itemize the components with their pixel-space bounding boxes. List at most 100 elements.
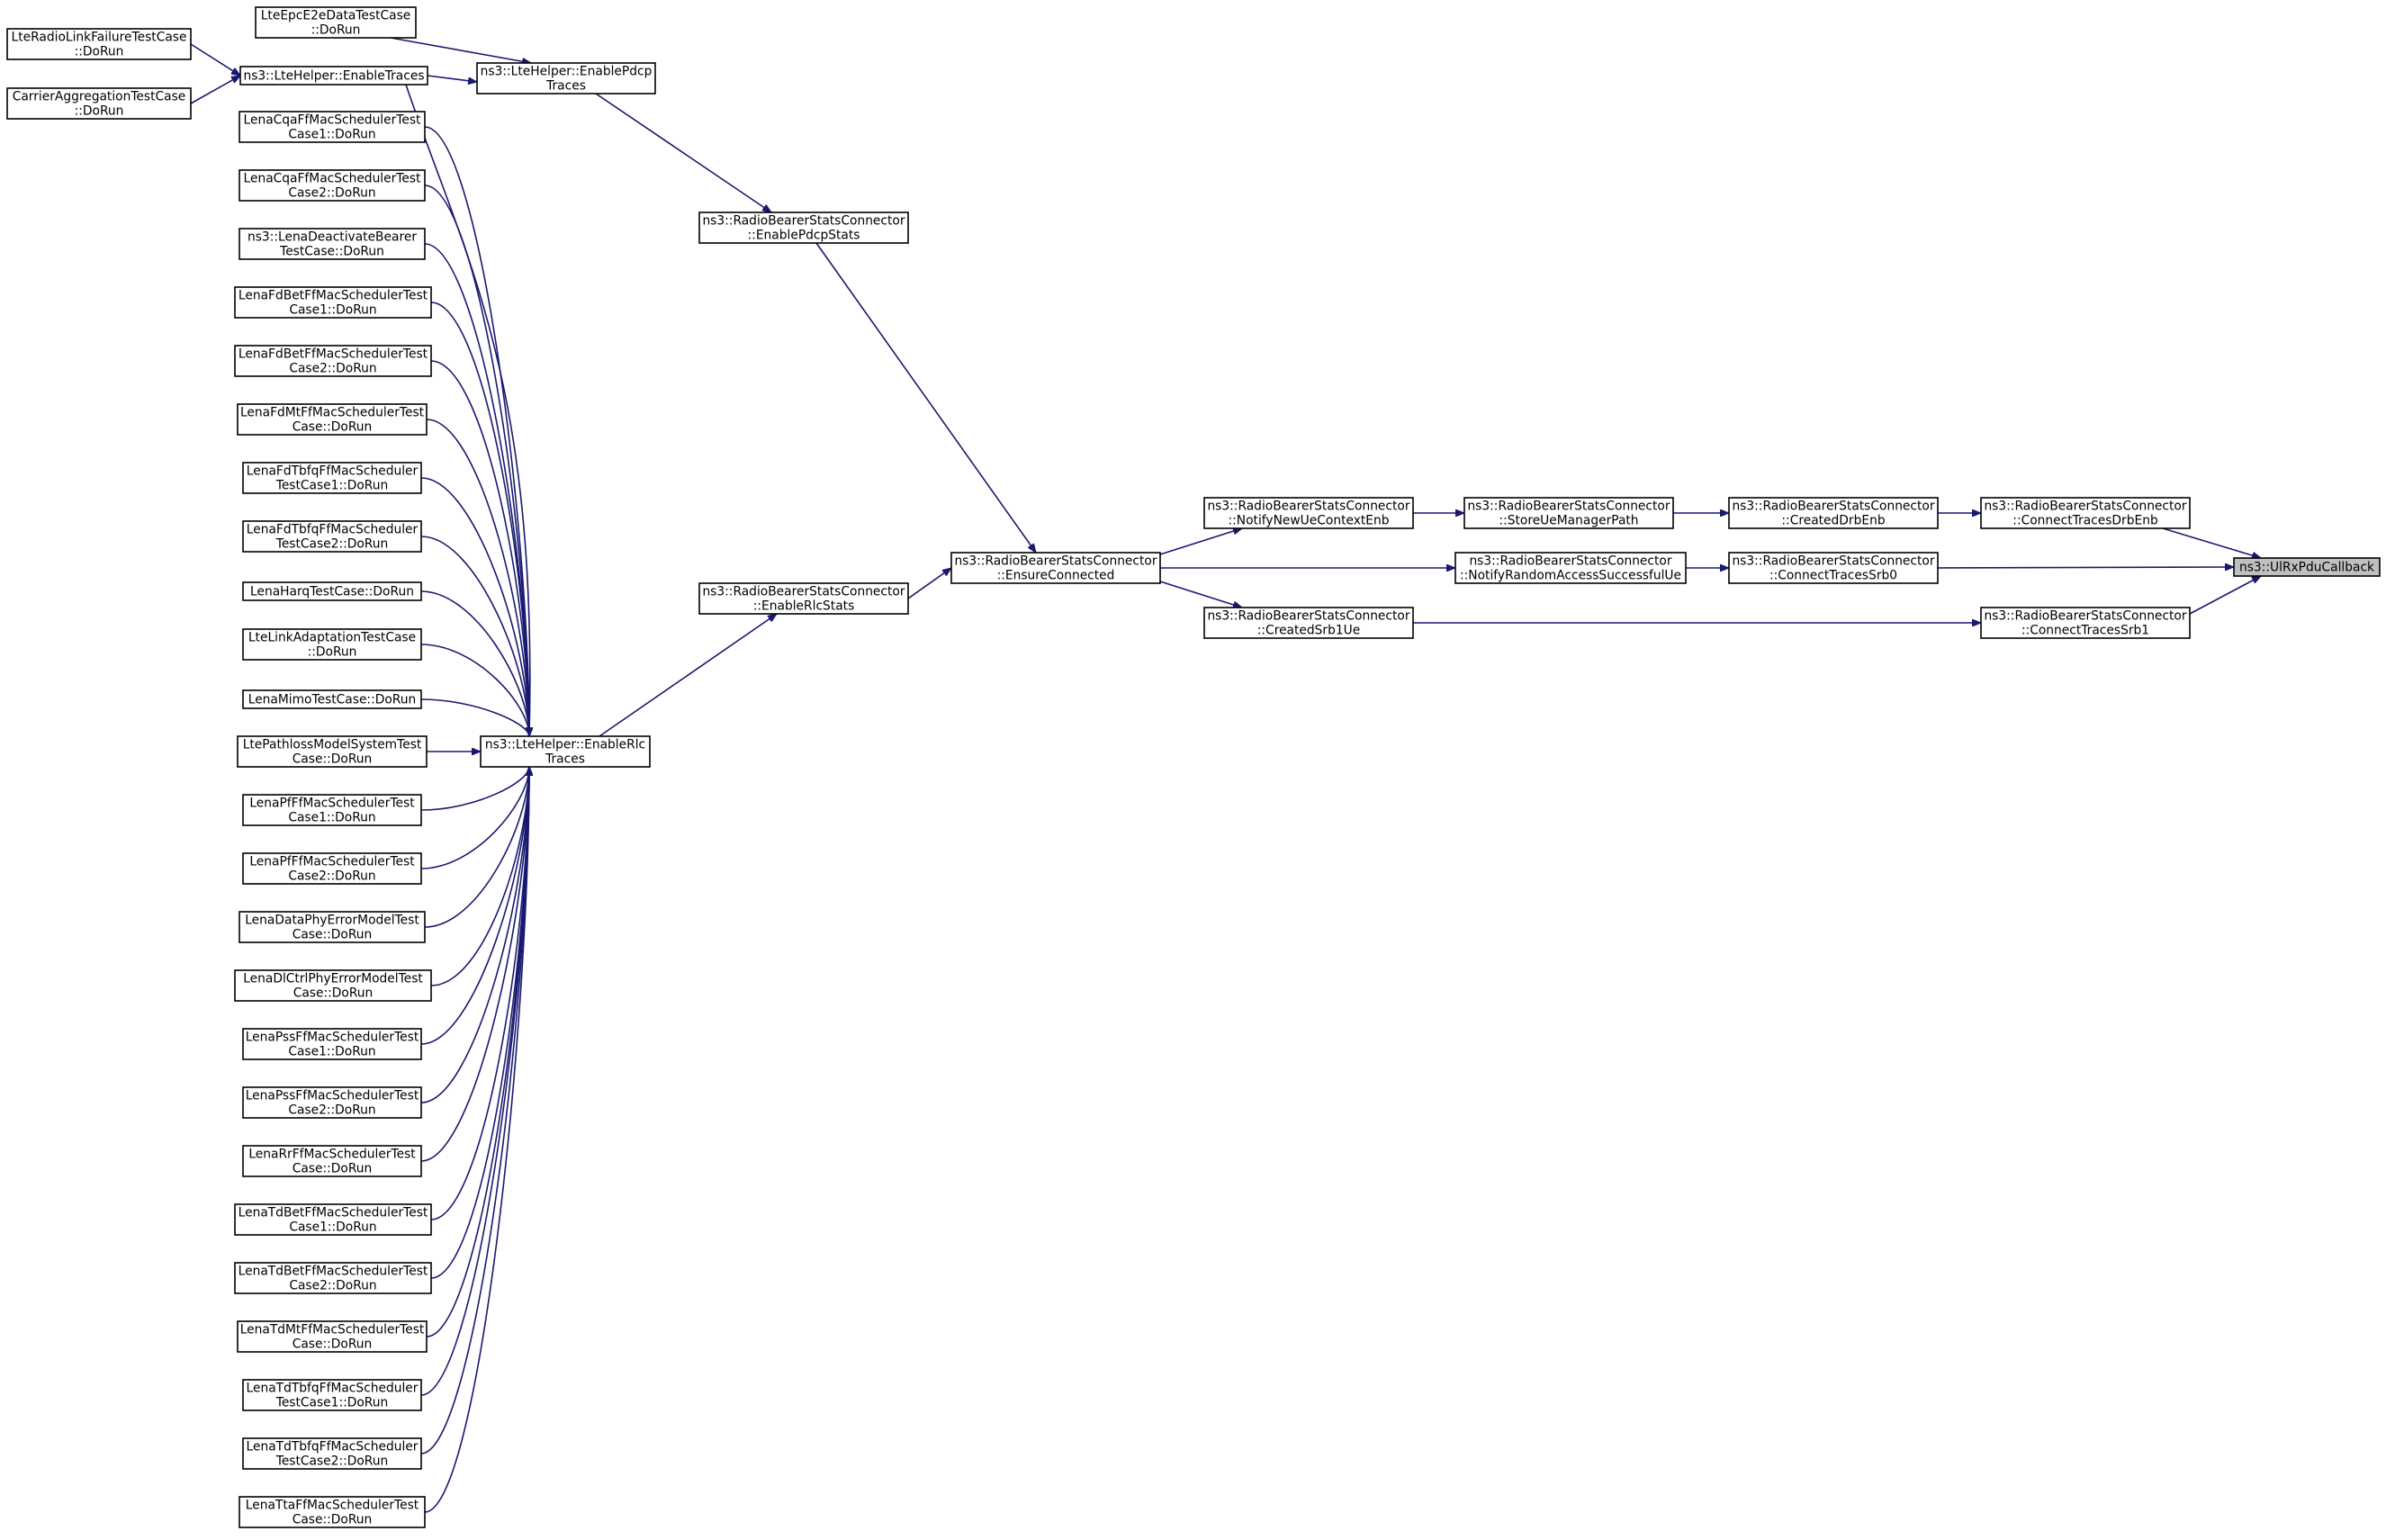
edge-fdtbfq2-to-enablerlctraces	[420, 536, 529, 736]
edge-fdtbfq1-to-enablerlctraces	[420, 477, 529, 736]
node-notifynewue[interactable]: ns3::RadioBearerStatsConnector::NotifyNe…	[1203, 497, 1414, 529]
node-createdsrb1[interactable]: ns3::RadioBearerStatsConnector::CreatedS…	[1203, 607, 1414, 639]
node-createddrbenb[interactable]: ns3::RadioBearerStatsConnector::CreatedD…	[1728, 497, 1939, 529]
node-box	[242, 1379, 422, 1411]
edge-enablerlctraces-to-enablerlcstats	[599, 614, 777, 737]
node-carrieragg[interactable]: CarrierAggregationTestCase::DoRun	[6, 87, 192, 120]
node-enablerlcstats[interactable]: ns3::RadioBearerStatsConnector::EnableRl…	[698, 582, 909, 615]
node-label: Case2::DoRun	[288, 869, 375, 883]
node-label: ns3::RadioBearerStatsConnector	[702, 584, 905, 599]
node-label: TestCase2::DoRun	[275, 1454, 389, 1468]
node-box	[242, 628, 422, 661]
node-ensure[interactable]: ns3::RadioBearerStatsConnector::EnsureCo…	[950, 552, 1161, 584]
node-box	[242, 1086, 422, 1119]
node-box	[255, 6, 417, 39]
edge-tdbet2-to-enablerlctraces	[430, 767, 529, 1279]
node-enablepdcpstats[interactable]: ns3::RadioBearerStatsConnector::EnablePd…	[698, 212, 909, 244]
node-label: Case2::DoRun	[288, 185, 375, 200]
node-label: ns3::LteHelper::EnableTraces	[243, 68, 424, 83]
node-box	[234, 286, 432, 319]
node-label: ns3::LteHelper::EnablePdcp	[481, 64, 653, 78]
node-box	[2233, 557, 2381, 577]
node-mimo[interactable]: LenaMimoTestCase::DoRun	[242, 689, 422, 709]
node-box	[239, 66, 428, 86]
node-box	[1463, 497, 1674, 529]
node-box	[242, 689, 422, 709]
node-label: ns3::RadioBearerStatsConnector	[1207, 608, 1409, 623]
node-label: LenaTdMtFfMacSchedulerTest	[240, 1322, 425, 1337]
node-box	[239, 169, 426, 202]
edge-pf2-to-enablerlctraces	[420, 767, 529, 869]
node-storeue[interactable]: ns3::RadioBearerStatsConnector::StoreUeM…	[1463, 497, 1674, 529]
edge-epce2e-to-enablepdcptraces	[390, 37, 531, 63]
node-label: LenaTdBetFfMacSchedulerTest	[239, 1264, 428, 1278]
edges-layer	[190, 37, 2261, 1513]
node-radiolink[interactable]: LteRadioLinkFailureTestCase::DoRun	[6, 28, 192, 60]
node-box	[6, 87, 192, 120]
node-box	[234, 969, 432, 1002]
node-ctsrb0[interactable]: ns3::RadioBearerStatsConnector::ConnectT…	[1728, 552, 1939, 584]
node-harq[interactable]: LenaHarqTestCase::DoRun	[242, 581, 422, 601]
edge-ensure-to-createdsrb1	[1159, 581, 1242, 608]
node-box	[1980, 607, 2191, 639]
edge-cqa1-to-enablerlctraces	[424, 126, 529, 736]
edge-mimo-to-enablerlctraces	[420, 698, 529, 737]
node-linkadapt[interactable]: LteLinkAdaptationTestCase::DoRun	[242, 628, 422, 661]
node-label: ns3::RadioBearerStatsConnector	[954, 554, 1157, 568]
edge-fdbet2-to-enablerlctraces	[430, 360, 529, 736]
node-ctsrb1[interactable]: ns3::RadioBearerStatsConnector::ConnectT…	[1980, 607, 2191, 639]
node-label: LenaPfFfMacSchedulerTest	[249, 854, 415, 869]
node-ctdrbenb[interactable]: ns3::RadioBearerStatsConnector::ConnectT…	[1980, 497, 2191, 529]
node-label: LenaRrFfMacSchedulerTest	[248, 1147, 416, 1161]
node-label: ns3::RadioBearerStatsConnector	[702, 213, 905, 228]
node-box	[698, 582, 909, 615]
node-label: Case::DoRun	[293, 927, 373, 941]
node-label: ::ConnectTracesDrbEnb	[2012, 513, 2157, 527]
node-box	[234, 1203, 432, 1236]
node-label: Case::DoRun	[293, 986, 374, 1000]
node-label: LenaCqaFfMacSchedulerTest	[244, 171, 422, 185]
node-label: ::CreatedSrb1Ue	[1257, 623, 1360, 637]
edge-tta-to-enablerlctraces	[424, 767, 529, 1513]
node-box	[234, 1262, 432, 1294]
node-label: Case1::DoRun	[288, 810, 375, 824]
node-box	[239, 1496, 426, 1528]
edge-ctdrbenb-to-ulrx	[2162, 527, 2261, 558]
node-box	[1728, 497, 1939, 529]
node-box	[1454, 552, 1687, 584]
node-epce2e[interactable]: LteEpcE2eDataTestCase::DoRun	[255, 6, 417, 39]
node-label: Case2::DoRun	[288, 1103, 375, 1117]
node-label: Traces	[545, 752, 585, 766]
node-label: TestCase::DoRun	[279, 244, 384, 258]
node-notifyra[interactable]: ns3::RadioBearerStatsConnector::NotifyRa…	[1454, 552, 1687, 584]
node-box	[6, 28, 192, 60]
node-box	[1203, 497, 1414, 529]
node-ulrx[interactable]: ns3::UlRxPduCallback	[2233, 557, 2381, 577]
node-enabletraces[interactable]: ns3::LteHelper::EnableTraces	[239, 66, 428, 86]
